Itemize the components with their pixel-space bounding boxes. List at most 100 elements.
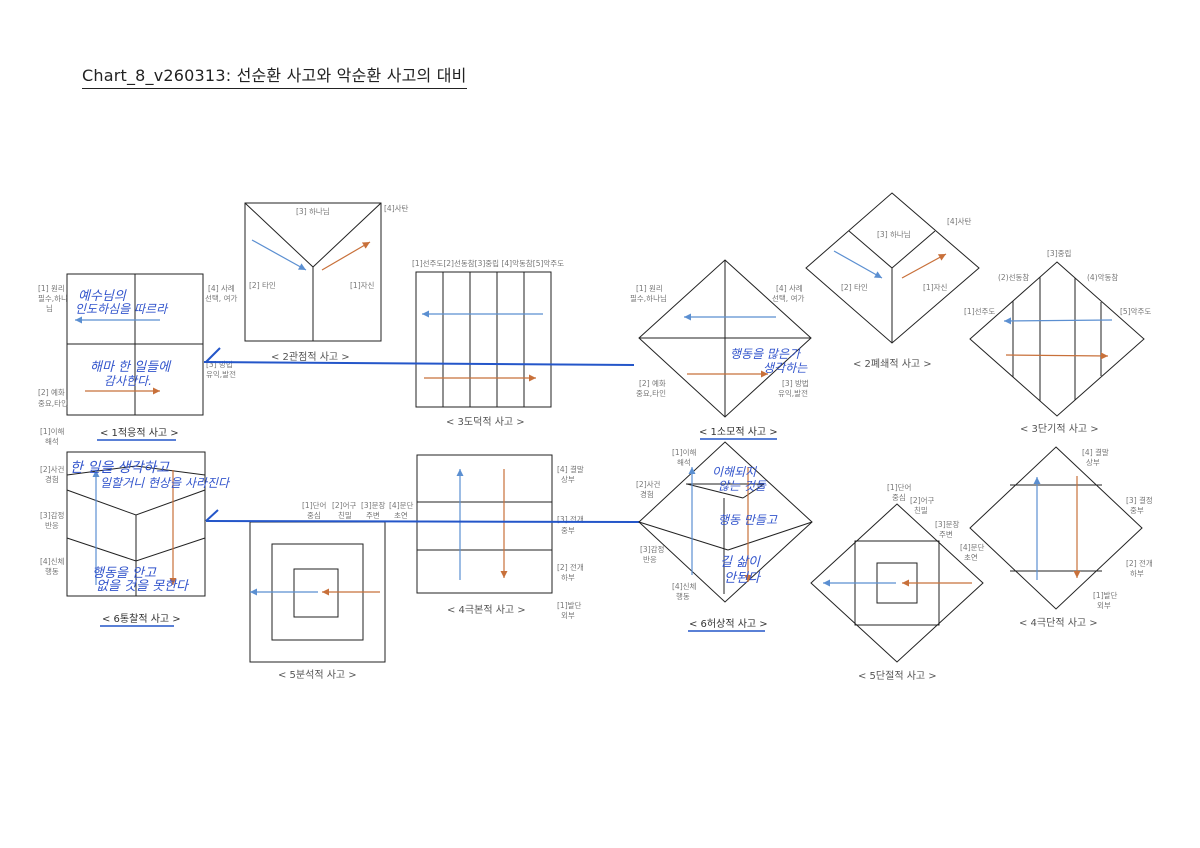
handwriting: 않는 것들 — [718, 479, 767, 493]
caption: < 3도덕적 사고 > — [446, 416, 525, 428]
label: [4]신체 — [672, 581, 697, 591]
label: 선택, 여가 — [772, 293, 804, 303]
handwriting: 일할거니 현상을 사라진다 — [100, 476, 231, 490]
label: 중요,타인 — [636, 388, 666, 398]
diagram-shortterm: [3]중립 (2)선동참 (4)악동참 [1]선주도 [5]악주도 < 3단기적… — [964, 249, 1151, 435]
label: 님 — [46, 304, 53, 313]
label: 친밀 — [338, 510, 352, 520]
label: 상부 — [561, 474, 575, 484]
label: [3]문장 — [361, 500, 386, 510]
label: [1]이해 — [40, 426, 65, 436]
label: [4]문단 — [389, 500, 414, 510]
label: [1]선주도[2]선동참[3]중립 [4]악동참[5]악주도 — [412, 258, 564, 268]
handwriting: 행동을 많은가 — [730, 347, 802, 361]
label: [3]감정 — [40, 510, 64, 520]
handwriting: 행동을 안고 — [92, 566, 157, 581]
label: [1]발단 — [557, 600, 582, 610]
label: [2] 예화 — [639, 378, 666, 388]
label: 경험 — [640, 489, 654, 499]
diagram-moral: [1]선주도[2]선동참[3]중립 [4]악동참[5]악주도 < 3도덕적 사고… — [412, 258, 564, 428]
page-title: Chart_8_v260313: 선순환 사고와 악순환 사고의 대비 — [82, 62, 467, 89]
label: [2] 전개 — [557, 562, 584, 572]
diagram-adaptive: [1] 원리 필수,하나 님 [4] 사례 선택, 여가 [2] 예화 중요,타… — [38, 273, 237, 441]
label: [1]자신 — [923, 283, 948, 292]
label: [3]문장 — [935, 519, 960, 529]
caption: < 5단절적 사고 > — [858, 669, 937, 682]
label: [3] 방법 — [782, 378, 809, 388]
label: 해석 — [677, 457, 691, 467]
diagram-script: [4] 결말 상부 [3] 전개 중부 [2] 전개 하부 [1]발단 외부 <… — [416, 454, 584, 620]
label: [1] 원리 — [636, 284, 663, 293]
label: 하부 — [561, 572, 575, 582]
label: [2] 전개 — [1126, 558, 1153, 568]
label: [1]단어 — [887, 482, 911, 492]
label: 필수,하나 — [38, 293, 68, 303]
label: 행동 — [45, 566, 59, 576]
label: [3] 하나님 — [296, 206, 330, 216]
caption: < 4극단적 사고 > — [1019, 617, 1098, 629]
label: [1]발단 — [1093, 590, 1118, 600]
label: 주변 — [939, 530, 953, 539]
label: (2)선동참 — [998, 272, 1029, 282]
label: 하부 — [1130, 568, 1144, 578]
label: [4]사탄 — [384, 203, 409, 213]
label: [3] 하나님 — [877, 229, 911, 239]
caption: < 1소모적 사고 > — [699, 426, 778, 438]
label: 반응 — [45, 521, 59, 530]
diagram-analytical: [1]단어 중심 [2]어구 친밀 [3]문장 주변 [4]문단 초연 < 5분… — [249, 500, 414, 681]
diagram-illusory: [1]이해 해석 [2]사건 경험 [3]감정 반응 [4]신체 행동 이해되지… — [636, 441, 813, 632]
handwriting: 감사한다. — [104, 374, 152, 388]
label: 상부 — [1086, 457, 1100, 467]
label: 주변 — [366, 511, 380, 520]
diagram-insightful: [1]이해 해석 [2]사건 경험 [3]감정 반응 [4]신체 행동 한 일을… — [40, 426, 231, 627]
label: 선택, 여가 — [205, 293, 237, 303]
label: [2] 타인 — [841, 282, 868, 292]
label: [2] 예화 — [38, 387, 65, 397]
label: [4] 결말 — [557, 464, 584, 474]
label: [3]중립 — [1047, 249, 1071, 258]
label: [1]선주도 — [964, 307, 995, 316]
handwriting: 안된다 — [724, 571, 762, 586]
label: [1]이해 — [672, 447, 697, 457]
label: 중부 — [1130, 506, 1144, 515]
caption: < 6허상적 사고 > — [689, 618, 768, 630]
label: 필수,하나님 — [630, 293, 667, 303]
label: [3] 결정 — [1126, 495, 1153, 505]
label: [1]단어 — [302, 500, 326, 510]
label: 친밀 — [914, 505, 928, 515]
label: 외부 — [1097, 600, 1111, 610]
label: [4]문단 — [960, 542, 985, 552]
diagram-perspective: [3] 하나님 [4]사탄 [2] 타인 [1]자신 < 2관점적 사고 > — [244, 202, 409, 363]
label: (4)악동참 — [1087, 272, 1118, 282]
label: [1] 원리 — [38, 284, 65, 293]
label: 초연 — [964, 553, 978, 562]
label: [1]자신 — [350, 281, 375, 290]
label: [2]어구 — [910, 495, 935, 505]
label: [4]사탄 — [947, 216, 972, 226]
connector-lines — [203, 347, 641, 523]
diagram-closed: [3] 하나님 [4]사탄 [2] 타인 [1]자신 < 2폐쇄적 사고 > — [805, 192, 980, 370]
handwriting: 한 일을 생각하고 — [70, 460, 170, 476]
label: 행동 — [676, 591, 690, 601]
handwriting: 예수님의 — [78, 289, 127, 304]
label: 유익,발전 — [778, 388, 808, 398]
diagram-disconnected: [1]단어 중심 [2]어구 친밀 [3]문장 주변 [4]문단 초연 < 5단… — [810, 482, 985, 682]
label: [4] 사례 — [208, 283, 235, 293]
diagram-consuming: [1] 원리 필수,하나님 [4] 사례 선택, 여가 [2] 예화 중요,타인… — [630, 259, 812, 440]
label: 유익,발전 — [206, 369, 236, 379]
caption: < 1적응적 사고 > — [100, 427, 179, 439]
diagram-extreme: [4] 결말 상부 [3] 결정 중부 [2] 전개 하부 [1]발단 외부 <… — [969, 446, 1153, 629]
label: 반응 — [643, 555, 657, 564]
label: [5]악주도 — [1120, 306, 1151, 316]
label: 해석 — [45, 436, 59, 446]
label: [4] 결말 — [1082, 447, 1109, 457]
caption: < 2폐쇄적 사고 > — [853, 358, 932, 370]
label: [3] 전개 — [557, 514, 584, 524]
label: 초연 — [394, 511, 408, 520]
label: [4] 사례 — [776, 283, 803, 293]
caption: < 6통찰적 사고 > — [102, 613, 181, 625]
label: [3] 방법 — [206, 359, 233, 369]
caption: < 4극본적 사고 > — [447, 604, 526, 616]
caption: < 5분석적 사고 > — [278, 669, 357, 681]
label: [3]감정 — [640, 544, 664, 554]
